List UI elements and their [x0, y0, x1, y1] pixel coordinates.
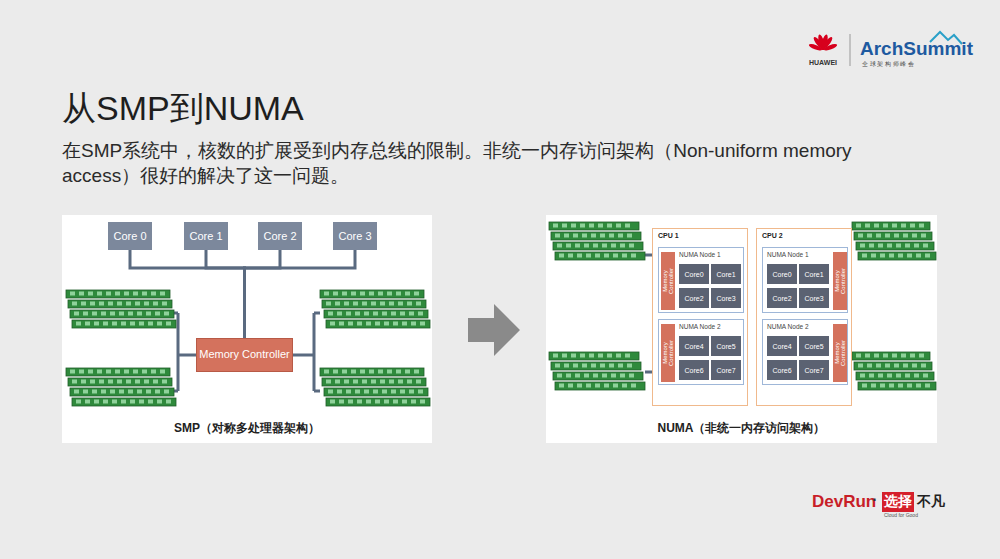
node-heading: NUMA Node 2 [679, 323, 721, 330]
core-box: Core1 [711, 264, 741, 284]
logo-divider [850, 34, 851, 66]
node-label: Memory Controller [834, 333, 846, 373]
core-box: Core2 [767, 288, 797, 308]
core-box: Core 0 [108, 222, 152, 250]
node-label: Core0 [684, 271, 703, 278]
transition-arrow [468, 304, 520, 356]
memory-controller: Memory Controller [661, 252, 675, 310]
logo-tagline: 全 球 架 构 师 峰 会 [862, 60, 914, 69]
bus-line [130, 250, 245, 338]
brand-text: DevRun [812, 492, 876, 512]
node-label: Core3 [804, 295, 823, 302]
core-box: Core3 [711, 288, 741, 308]
node-label: Core 3 [338, 230, 371, 242]
node-label: Core7 [716, 367, 735, 374]
huawei-logo [808, 34, 838, 52]
core-box: Core0 [679, 264, 709, 284]
brand-text: 不凡 [917, 493, 945, 511]
core-box: Core4 [679, 336, 709, 356]
node-label: Core4 [684, 343, 703, 350]
node-label: Memory Controller [199, 348, 289, 361]
core-box: Core0 [767, 264, 797, 284]
node-heading: NUMA Node 1 [767, 251, 809, 258]
node-label: Core5 [804, 343, 823, 350]
node-label: Core4 [772, 343, 791, 350]
logo-text: HUAWEI [806, 59, 840, 66]
logo-text: ArchSummit [860, 38, 973, 60]
memory-controller: Memory Controller [833, 252, 847, 310]
node-label: Core3 [716, 295, 735, 302]
core-box: Core5 [799, 336, 829, 356]
brand-tagline: Cloud for Good [884, 512, 918, 518]
memory-wires [174, 255, 852, 391]
node-label: Core 1 [189, 230, 222, 242]
memory-modules [66, 222, 936, 406]
node-label: Core1 [804, 271, 823, 278]
diagram-caption: NUMA（非统一内存访问架构） [546, 420, 937, 437]
node-label: Core2 [772, 295, 791, 302]
bus-line [245, 250, 281, 338]
bus-line [245, 250, 356, 338]
node-label: Core 2 [263, 230, 296, 242]
node-label: Core0 [772, 271, 791, 278]
core-box: Core5 [711, 336, 741, 356]
node-heading: NUMA Node 2 [767, 323, 809, 330]
memory-controller: Memory Controller [833, 324, 847, 382]
core-box: Core 1 [184, 222, 228, 250]
node-label: Memory Controller [662, 261, 674, 301]
memory-controller: Memory Controller [196, 338, 293, 372]
node-label: Core 0 [113, 230, 146, 242]
node-heading: CPU 1 [658, 232, 679, 239]
brand-badge: 选择 [882, 492, 914, 512]
cpu-package: CPU 2NUMA Node 1Memory ControllerCore0Co… [756, 228, 852, 406]
node-label: Core6 [772, 367, 791, 374]
bus-line [206, 250, 245, 338]
node-label: Memory Controller [662, 333, 674, 373]
core-box: Core3 [799, 288, 829, 308]
node-label: Core6 [684, 367, 703, 374]
numa-node: NUMA Node 1 Memory Controller Core0 Core1Co… [658, 247, 744, 313]
node-heading: NUMA Node 1 [679, 251, 721, 258]
slide-title: 从SMP到NUMA [62, 86, 304, 132]
core-box: Core 3 [333, 222, 377, 250]
node-label: Memory Controller [834, 261, 846, 301]
node-heading: CPU 2 [762, 232, 783, 239]
core-box: Core7 [711, 360, 741, 380]
core-box: Core6 [679, 360, 709, 380]
cpu-package: CPU 1NUMA Node 1Memory ControllerCore0Co… [652, 228, 748, 406]
numa-node: NUMA Node 2 Memory Controller Core4 Core5Co… [658, 319, 744, 385]
numa-node: NUMA Node 1 Memory Controller Core0 Core1Co… [762, 247, 848, 313]
core-box: Core2 [679, 288, 709, 308]
node-label: Core1 [716, 271, 735, 278]
core-box: Core1 [799, 264, 829, 284]
core-box: Core7 [799, 360, 829, 380]
node-label: Core5 [716, 343, 735, 350]
core-box: Core6 [767, 360, 797, 380]
subtitle-text: 在SMP系统中，核数的扩展受到内存总线的限制。非统一内存访问架构（Non-uni… [62, 138, 932, 188]
core-box: Core 2 [258, 222, 302, 250]
node-label: Core7 [804, 367, 823, 374]
diagram-caption: SMP（对称多处理器架构） [62, 420, 432, 437]
brand-separator: · [872, 490, 878, 510]
numa-node: NUMA Node 2 Memory Controller Core4 Core5Co… [762, 319, 848, 385]
node-label: Core2 [684, 295, 703, 302]
core-box: Core4 [767, 336, 797, 356]
memory-controller: Memory Controller [661, 324, 675, 382]
